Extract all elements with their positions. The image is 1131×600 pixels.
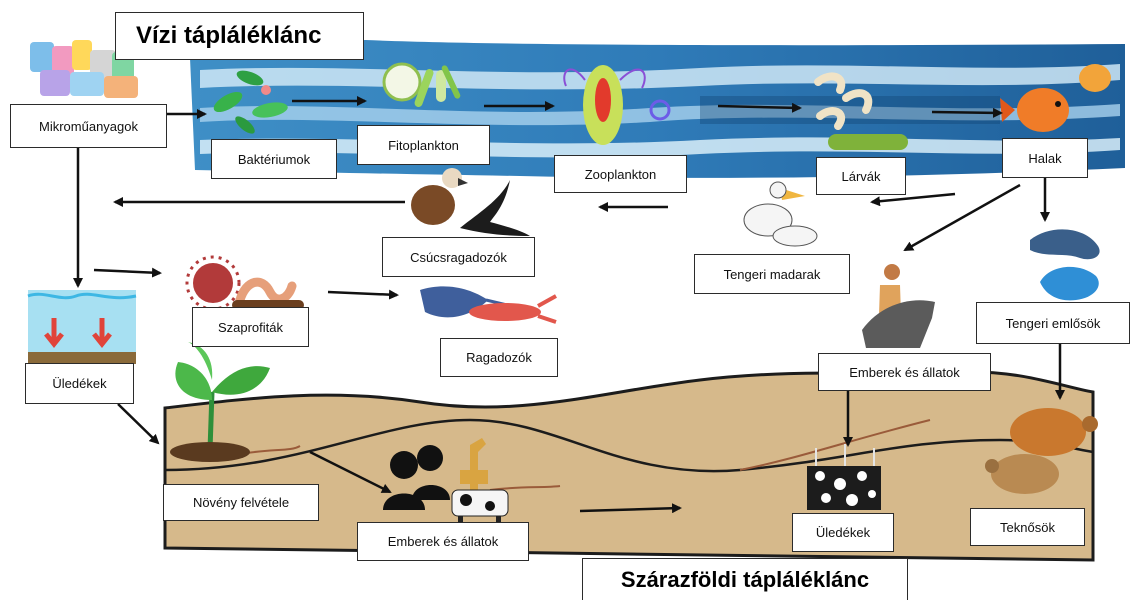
label-marine-mammals: Tengeri emlősök	[976, 302, 1130, 344]
eagle-icon	[460, 180, 530, 236]
vulture-icon	[411, 168, 468, 225]
label-plant-uptake: Növény felvétele	[163, 484, 319, 521]
aquatic-chain-title: Vízi tápláléklánc	[115, 12, 364, 60]
label-larvae: Lárvák	[816, 157, 906, 195]
virus-icon	[187, 257, 239, 309]
label-humans-animals-right: Emberek és állatok	[818, 353, 991, 391]
label-turtles: Teknősök	[970, 508, 1085, 546]
label-microplastics: Mikroműanyagok	[10, 104, 167, 148]
terrestrial-chain-title: Szárazföldi tápláléklánc	[582, 558, 908, 600]
sediment-water-icon	[28, 290, 136, 364]
worm-icon	[232, 282, 304, 310]
label-saprophytes: Szaprofiták	[192, 307, 309, 347]
label-humans-animals-bottom: Emberek és állatok	[357, 522, 529, 561]
label-sediments-bottom: Üledékek	[792, 513, 894, 552]
label-apex-predators: Csúcsragadozók	[382, 237, 535, 277]
label-fish: Halak	[1002, 138, 1088, 178]
label-bacteria: Baktériumok	[211, 139, 337, 179]
label-seabirds: Tengeri madarak	[694, 254, 850, 294]
label-sediments-left: Üledékek	[25, 363, 134, 404]
label-predators: Ragadozók	[440, 338, 558, 377]
pelican-icon	[744, 182, 817, 246]
land-area	[165, 372, 1093, 560]
whale-icon	[1030, 229, 1100, 300]
label-zooplankton: Zooplankton	[554, 155, 687, 193]
human-dog-icon	[862, 264, 935, 348]
label-phytoplankton: Fitoplankton	[357, 125, 490, 165]
